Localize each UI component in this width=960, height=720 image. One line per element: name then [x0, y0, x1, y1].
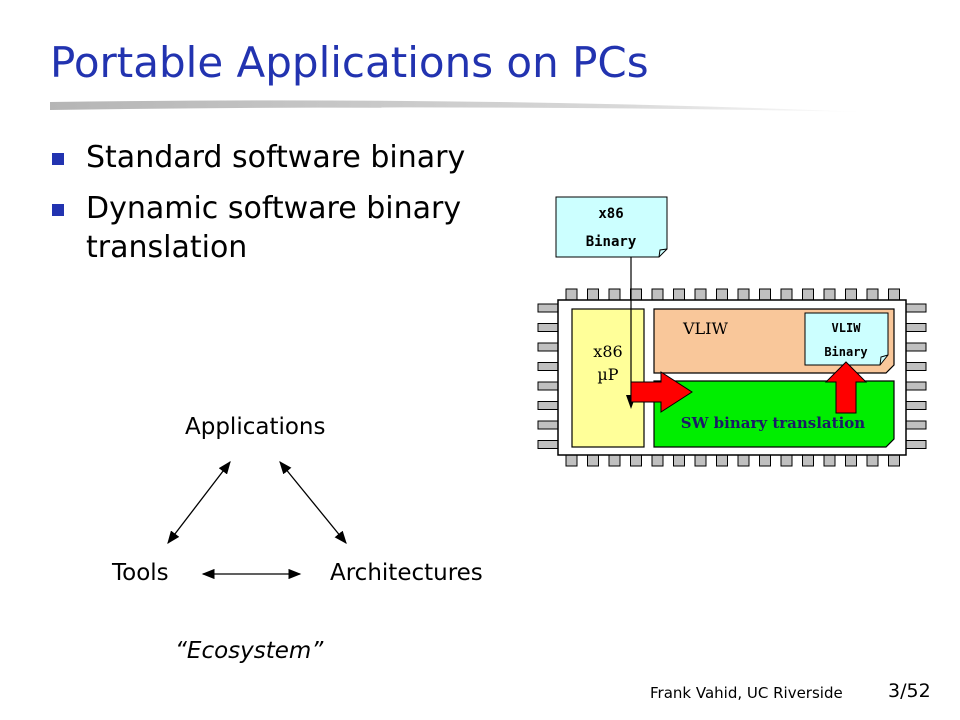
- title-underline: [50, 100, 865, 112]
- arrow-applications-architectures: [279, 460, 347, 545]
- chip-pin: [780, 288, 793, 301]
- page-number: 3/52: [888, 680, 931, 702]
- chip-pin: [888, 454, 900, 467]
- chip-pin: [905, 420, 927, 430]
- chip-pin: [823, 288, 836, 301]
- arrow-applications-tools: [167, 460, 231, 545]
- chip-pin: [802, 454, 814, 467]
- chip-pin: [651, 454, 664, 467]
- sw-translation-label: SW binary translation: [681, 414, 866, 432]
- architectures-label: Architectures: [330, 560, 483, 586]
- chip-pin: [630, 454, 642, 467]
- chip-pin: [759, 454, 771, 467]
- slide-title: Portable Applications on PCs: [50, 38, 649, 87]
- bullet-list: Standard software binary Dynamic softwar…: [52, 138, 522, 279]
- chip-pin: [716, 288, 728, 301]
- output-red-arrow-icon: [824, 361, 868, 414]
- chip-pin: [866, 288, 879, 301]
- chip-pin: [759, 288, 771, 301]
- chip-pin: [845, 454, 857, 467]
- chip-pin: [537, 381, 559, 391]
- chip-pin: [737, 288, 750, 301]
- chip-pin: [802, 288, 814, 301]
- chip-pin: [673, 454, 685, 467]
- chip-pin: [866, 454, 879, 467]
- chip-pin: [565, 454, 578, 467]
- vliw-binary-fold: [879, 354, 889, 366]
- vliw-binary-label-line1: VLIW: [832, 321, 862, 335]
- footer-author: Frank Vahid, UC Riverside: [650, 684, 843, 702]
- chip-pin: [673, 288, 685, 301]
- chip-pin: [608, 454, 621, 467]
- chip-pin: [905, 401, 927, 410]
- vliw-binary-doc: [804, 312, 889, 366]
- tools-label: Tools: [112, 560, 169, 586]
- x86-binary-label-line2: Binary: [586, 234, 637, 250]
- chip-pin: [565, 288, 578, 301]
- chip-pin: [537, 401, 559, 410]
- chip-pin: [716, 454, 728, 467]
- chip-pin: [630, 288, 642, 301]
- chip-pin: [905, 381, 927, 391]
- chip-pin: [537, 440, 559, 449]
- chip-pin: [587, 454, 599, 467]
- vliw-binary-label-line2: Binary: [824, 345, 867, 359]
- x86-binary-doc: [555, 196, 668, 258]
- chip-pin: [888, 288, 900, 301]
- chip-pin: [823, 454, 836, 467]
- applications-label: Applications: [185, 414, 326, 440]
- chip-pin: [537, 342, 559, 352]
- chip-pins: [537, 288, 927, 467]
- chip-pin: [694, 454, 707, 467]
- x86-core-block: [571, 308, 645, 448]
- chip-pin: [905, 303, 927, 313]
- bullet-text: Dynamic software binary translation: [86, 191, 462, 265]
- chip-pin: [694, 288, 707, 301]
- bullet-item: Standard software binary: [52, 138, 522, 177]
- bullet-square-icon: [52, 153, 64, 165]
- chip-pin: [537, 323, 559, 332]
- chip-pin: [651, 288, 664, 301]
- chip-pin: [905, 440, 927, 449]
- chip-pin: [905, 323, 927, 332]
- chip-pin: [608, 288, 621, 301]
- x86-binary-label-line1: x86: [598, 206, 623, 222]
- microprocessor-label: µP: [597, 365, 618, 384]
- bullet-item: Dynamic software binary translation: [52, 189, 522, 267]
- chip-pin: [905, 342, 927, 352]
- x86-core-label: x86: [593, 342, 622, 361]
- chip-pin: [537, 303, 559, 313]
- vliw-core-label: VLIW: [682, 319, 729, 338]
- chip-pin: [537, 420, 559, 430]
- x86-binary-fold: [658, 248, 668, 258]
- translation-red-arrow-icon: [630, 371, 693, 413]
- bullet-square-icon: [52, 204, 64, 216]
- chip-pin: [845, 288, 857, 301]
- chip-pin: [537, 362, 559, 371]
- bullet-text: Standard software binary: [86, 140, 466, 175]
- chip-pin: [587, 288, 599, 301]
- chip-pin: [737, 454, 750, 467]
- chip-pin: [780, 454, 793, 467]
- ecosystem-caption: “Ecosystem”: [175, 638, 324, 664]
- chip-pin: [905, 362, 927, 371]
